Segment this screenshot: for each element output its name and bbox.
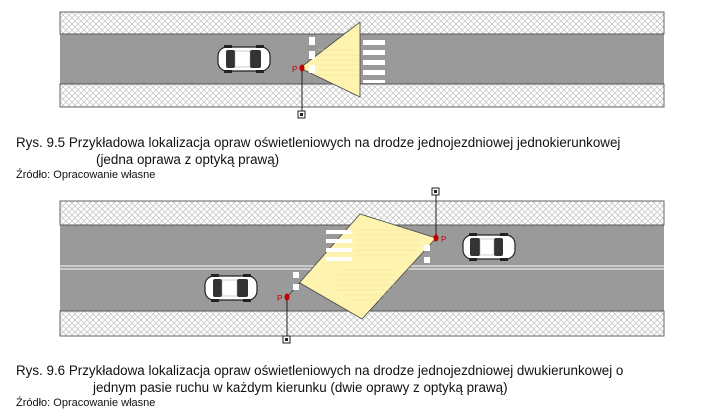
- caption-1-line-2: (jedna oprawa z optyką prawą): [96, 152, 280, 167]
- caption-2-line-2: jednym pasie ruchu w każdym kierunku (dw…: [93, 380, 508, 395]
- lamp-label-upper: P: [441, 235, 446, 244]
- car-icon: [462, 233, 516, 261]
- figure-source-2: Źródło: Opracowanie własne: [16, 397, 156, 409]
- pedestrian-crossing: [309, 37, 385, 83]
- lamp-icon: [282, 293, 291, 344]
- sidewalk-top: [59, 11, 665, 35]
- pedestrian-crossing: [293, 229, 430, 301]
- light-cone: [299, 21, 361, 98]
- road-diagram-one-way: P: [59, 11, 665, 119]
- car-icon: [204, 274, 258, 302]
- figure-caption-1: Rys. 9.5 Przykładowa lokalizacja opraw o…: [16, 134, 712, 168]
- figure-source-1: Źródło: Opracowanie własne: [16, 169, 156, 181]
- figure-caption-2: Rys. 9.6 Przykładowa lokalizacja opraw o…: [16, 362, 712, 396]
- lamp-icon: [297, 64, 306, 119]
- sidewalk-bottom: [59, 83, 665, 108]
- caption-1-line-1: Rys. 9.5 Przykładowa lokalizacja opraw o…: [16, 135, 621, 150]
- car-icon: [217, 45, 271, 73]
- lamp-label: P: [292, 65, 297, 74]
- sidewalk-bottom: [59, 310, 665, 337]
- roadway: [60, 34, 664, 84]
- caption-2-line-1: Rys. 9.6 Przykładowa lokalizacja opraw o…: [16, 363, 624, 378]
- lamp-icon: [431, 187, 440, 242]
- lamp-label-lower: P: [277, 294, 282, 303]
- road-diagram-two-way: P P: [59, 187, 665, 344]
